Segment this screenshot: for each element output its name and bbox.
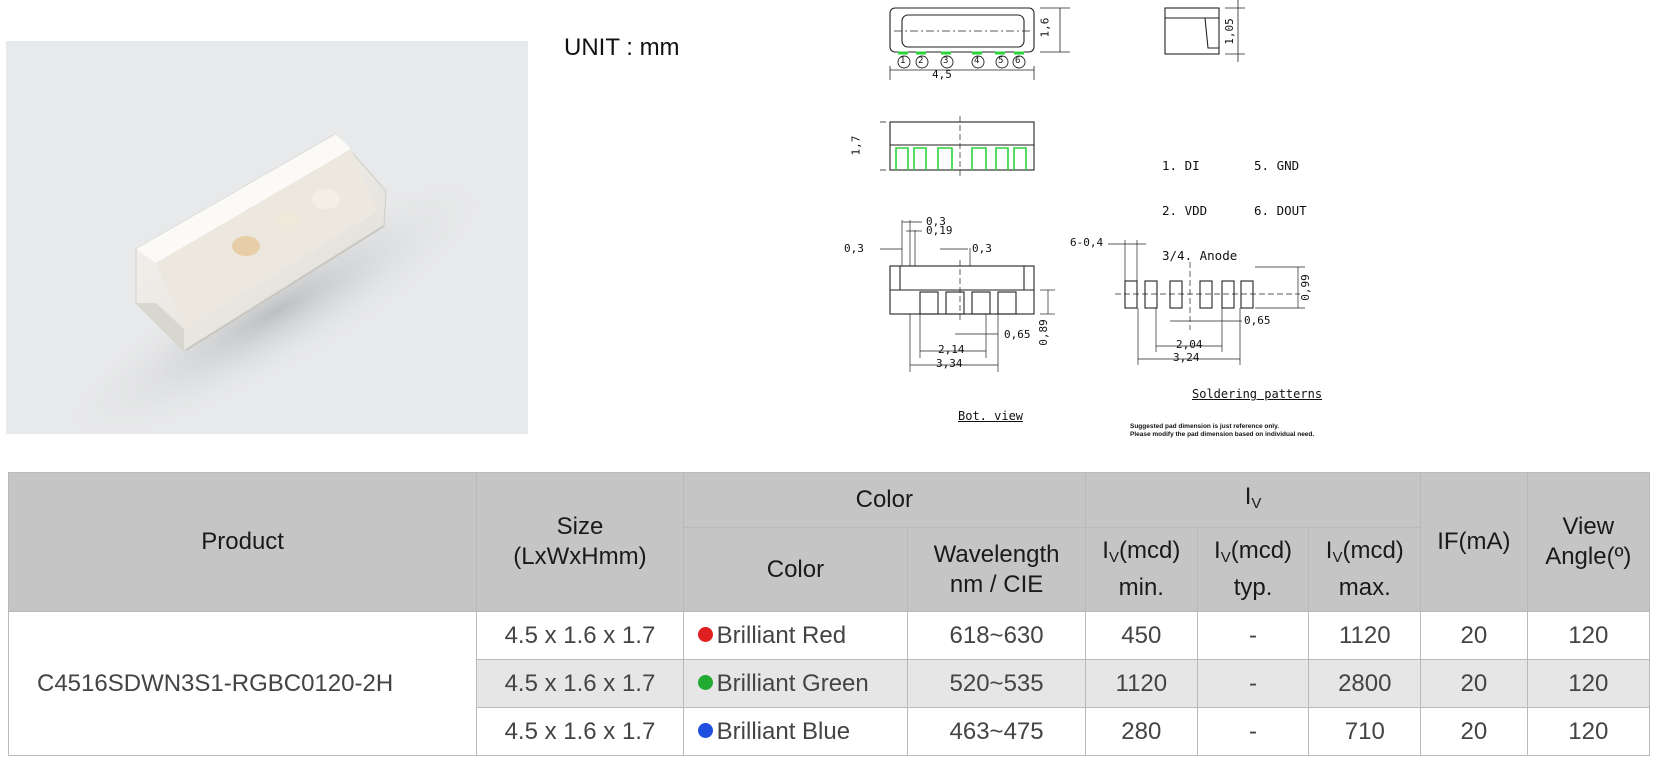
header-color: Color: [682, 527, 909, 612]
dim-0-3-top: 0,3: [926, 215, 946, 228]
header-iv-typ: IV(mcd)typ.: [1196, 527, 1310, 612]
dim-front-height: 1,7: [849, 135, 863, 156]
color-dot-icon: [697, 674, 713, 690]
pin-number: 6: [1015, 56, 1021, 66]
dim-6-0-4: 6-0,4: [1070, 236, 1104, 249]
iv-max-cell: 1120: [1308, 611, 1422, 660]
iv-min-cell: 1120: [1084, 659, 1198, 708]
iv-typ-cell: -: [1196, 659, 1310, 708]
pin-number: 2: [918, 56, 924, 66]
color-dot-icon: [697, 626, 713, 642]
if-cell: 20: [1420, 659, 1528, 708]
dim-0-65-bottom: 0,65: [1004, 328, 1031, 341]
top-view: [889, 7, 1070, 80]
color-cell: Brilliant Red: [682, 611, 909, 660]
bottom-view: [880, 220, 1055, 372]
unit-label: UNIT : mm: [564, 34, 680, 61]
view-angle-cell: 120: [1526, 611, 1651, 660]
front-view: [880, 116, 1035, 176]
led-package-image: [57, 133, 495, 434]
bottom-view-label: Bot. view: [958, 409, 1024, 423]
iv-typ-cell: -: [1196, 707, 1310, 756]
view-angle-cell: 120: [1526, 659, 1651, 708]
pin-6-label: 6. DOUT: [1254, 203, 1307, 218]
dim-3-24: 3,24: [1173, 351, 1200, 364]
dim-top-height: 1,6: [1038, 17, 1052, 38]
pin-number: 5: [998, 56, 1004, 66]
dim-3-34: 3,34: [936, 357, 963, 370]
if-cell: 20: [1420, 707, 1528, 756]
size-cell: 4.5 x 1.6 x 1.7: [476, 611, 684, 660]
product-photo: [6, 41, 528, 434]
color-cell: Brilliant Blue: [682, 707, 909, 756]
dim-0-3-right: 0,3: [972, 242, 992, 255]
color-cell: Brilliant Green: [682, 659, 909, 708]
color-dot-icon: [697, 722, 713, 738]
soldering-patterns-label: Soldering patterns: [1192, 387, 1323, 401]
if-cell: 20: [1420, 611, 1528, 660]
pin-assignment-list: 1. DI 5. GND 2. VDD 6. DOUT 3/4. Anode: [1162, 128, 1307, 293]
table-row: 4.5 x 1.6 x 1.7 Brilliant Green 520~535 …: [9, 659, 1651, 708]
header-iv-group: IV: [1084, 472, 1422, 528]
outline-drawing: [880, 0, 1305, 372]
header-iv-min: IV(mcd)min.: [1084, 527, 1198, 612]
pin-2-label: 2. VDD: [1162, 203, 1208, 218]
pin-5-label: 5. GND: [1254, 158, 1300, 173]
pin-number: 4: [974, 56, 980, 66]
table-row: C4516SDWN3S1-RGBC0120-2H 4.5 x 1.6 x 1.7…: [7, 611, 1651, 756]
dim-side-height: 1,05: [1222, 18, 1236, 45]
header-product: Product: [7, 472, 478, 612]
dim-2-14: 2,14: [938, 343, 965, 356]
dim-0-19: 0,19: [926, 224, 953, 237]
pad-dimension-note: Suggested pad dimension is just referenc…: [1130, 423, 1315, 438]
side-view: [1164, 0, 1245, 62]
view-angle-cell: 120: [1526, 707, 1651, 756]
header-if: IF(mA): [1420, 472, 1528, 612]
header-iv-max: IV(mcd)max.: [1308, 527, 1422, 612]
size-cell: 4.5 x 1.6 x 1.7: [476, 659, 684, 708]
product-name: C4516SDWN3S1-RGBC0120-2H: [7, 611, 478, 756]
table-row: 4.5 x 1.6 x 1.7 Brilliant Blue 463~475 2…: [9, 707, 1651, 756]
dim-0-65-pad: 0,65: [1244, 314, 1271, 327]
iv-max-cell: 710: [1308, 707, 1422, 756]
wavelength-cell: 618~630: [907, 611, 1086, 660]
size-cell: 4.5 x 1.6 x 1.7: [476, 707, 684, 756]
pin-number: 1: [900, 56, 906, 66]
pin-number: 3: [943, 56, 949, 66]
iv-min-cell: 450: [1084, 611, 1198, 660]
pin-3-4-label: 3/4. Anode: [1162, 248, 1238, 263]
wavelength-cell: 463~475: [907, 707, 1086, 756]
dim-top-width: 4,5: [932, 68, 952, 81]
iv-max-cell: 2800: [1308, 659, 1422, 708]
spec-table: Product Size(LxWxHmm) Color IV IF(mA) Vi…: [7, 472, 1651, 756]
dim-2-04: 2,04: [1176, 338, 1203, 351]
dim-0-3-left: 0,3: [844, 242, 864, 255]
pin-1-label: 1. DI: [1162, 158, 1200, 173]
header-size: Size(LxWxHmm): [476, 472, 684, 612]
soldering-pattern: [1108, 240, 1305, 365]
dim-0-89: 0,89: [1036, 319, 1050, 346]
dimension-drawing: 4,5 1,6 1,05 1,7 0,3 0,19 0,3 0,3 0,65 0…: [844, 0, 1400, 446]
iv-typ-cell: -: [1196, 611, 1310, 660]
wavelength-cell: 520~535: [907, 659, 1086, 708]
header-color-group: Color: [682, 472, 1086, 528]
iv-min-cell: 280: [1084, 707, 1198, 756]
header-row-1: Product Size(LxWxHmm) Color IV IF(mA) Vi…: [7, 472, 1651, 612]
